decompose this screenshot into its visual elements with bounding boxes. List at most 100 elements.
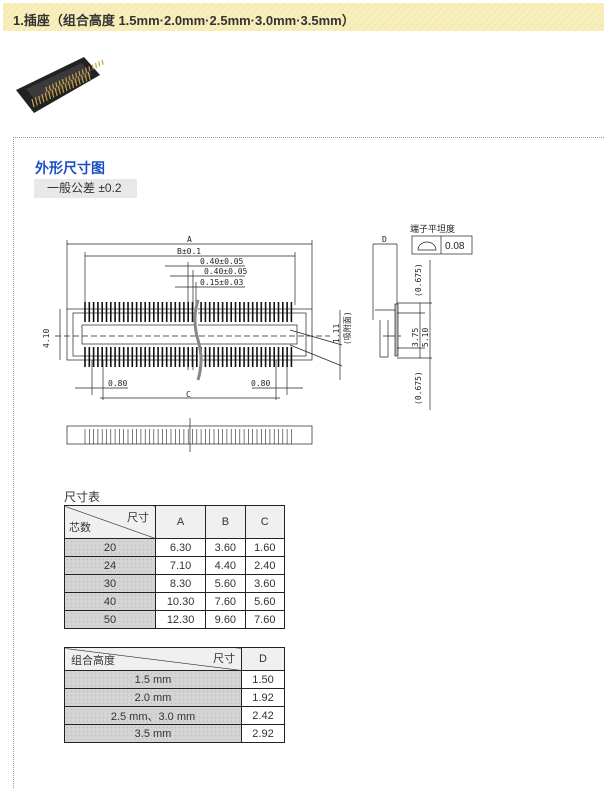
photo-pin <box>75 72 78 78</box>
dimension-cell: 9.60 <box>205 610 246 629</box>
dimension-cell: 7.60 <box>244 610 286 629</box>
dimension-cell: 10.30 <box>154 592 207 611</box>
photo-pin <box>54 87 58 96</box>
dim-b-label: B±0.1 <box>177 247 201 256</box>
photo-pin <box>94 62 98 69</box>
dimension-cell: 5.60 <box>244 592 286 611</box>
photo-pin <box>80 74 85 84</box>
photo-pin <box>58 80 61 86</box>
photo-pin <box>41 94 45 103</box>
dimension-cell: 6.30 <box>154 538 207 557</box>
connector-photo <box>16 57 104 113</box>
dimension-cell: 5.60 <box>205 574 246 593</box>
photo-pin <box>38 95 42 104</box>
photo-pin <box>45 86 48 93</box>
dimension-cell: 7.60 <box>205 592 246 611</box>
section-header-title: 1.插座（组合高度 1.5mm·2.0mm·2.5mm·3.0mm·3.5mm） <box>13 13 355 28</box>
dim-a-label: A <box>187 235 192 244</box>
dim-111-label: 1.11 <box>332 324 341 343</box>
photo-pin <box>77 76 81 85</box>
dim-0675-bottom-label: (0.675) <box>414 371 423 405</box>
corner-header: 尺寸 芯数 <box>64 505 156 539</box>
photo-pin <box>65 77 68 83</box>
photo-pin <box>51 89 55 98</box>
corner-top-label: 尺寸 <box>213 653 235 665</box>
flatness-label: 端子平坦度 <box>410 223 455 235</box>
dim-d-label: D <box>382 235 387 244</box>
photo-pin <box>81 69 84 75</box>
pin-count-cell: 30 <box>64 574 156 593</box>
dim-pitch2-label: 0.40±0.05 <box>204 267 248 276</box>
pin-count-cell: 20 <box>64 538 156 557</box>
corner-bottom-label: 组合高度 <box>71 655 115 667</box>
photo-pin <box>101 59 104 65</box>
photo-pin <box>34 97 38 106</box>
dim-510-label: 5.10 <box>421 328 430 347</box>
photo-pin <box>61 84 65 93</box>
dimension-cell: 1.60 <box>244 538 286 557</box>
d-value-cell: 1.50 <box>241 670 285 689</box>
suction-surface-label: (吸附面) <box>342 311 352 345</box>
dim-pitch1-label: 0.40±0.05 <box>200 257 244 266</box>
corner-bottom-label: 芯数 <box>69 522 91 534</box>
dim-height-label: 4.10 <box>42 329 51 348</box>
pin-count-cell: 24 <box>64 556 156 575</box>
section-header: 1.插座（组合高度 1.5mm·2.0mm·2.5mm·3.0mm·3.5mm） <box>3 3 604 31</box>
dim-080-left-label: 0.80 <box>108 379 127 388</box>
corner-top-label: 尺寸 <box>127 512 149 524</box>
flatness-value: 0.08 <box>445 241 465 252</box>
dimension-cell: 3.60 <box>205 538 246 557</box>
dimension-cell: 12.30 <box>154 610 207 629</box>
dimension-cell: 7.10 <box>154 556 207 575</box>
dimension-cell: 2.40 <box>244 556 286 575</box>
col-header-c: C <box>244 505 286 539</box>
dimension-cell: 4.40 <box>205 556 246 575</box>
dimension-panel <box>13 137 604 788</box>
section-title: 外形尺寸图 <box>35 160 105 176</box>
photo-pin <box>87 71 91 80</box>
dim-375-label: 3.75 <box>411 328 420 347</box>
height-cell: 3.5 mm <box>64 724 242 743</box>
col-header-a: A <box>154 505 207 539</box>
photo-pin <box>47 90 52 100</box>
pin-count-cell: 40 <box>64 592 156 611</box>
general-tolerance: 一般公差 ±0.2 <box>34 179 137 198</box>
photo-pin <box>78 70 81 77</box>
photo-pin <box>44 92 48 101</box>
photo-pin <box>48 85 51 91</box>
photo-pin <box>91 64 94 70</box>
photo-pin <box>71 79 75 88</box>
photo-pin <box>98 61 101 67</box>
d-value-cell: 2.92 <box>241 724 285 743</box>
photo-pin <box>55 82 58 88</box>
photo-pin <box>85 67 88 73</box>
dim-080-right-label: 0.80 <box>251 379 270 388</box>
col-header-b: B <box>205 505 246 539</box>
dimension-drawing: A B±0.1 0.40±0.05 0.40±0.05 0.15±0.03 4.… <box>42 223 473 452</box>
photo-pin <box>68 75 71 81</box>
dimension-table-caption: 尺寸表 <box>64 490 101 504</box>
height-cell: 2.5 mm、3.0 mm <box>64 706 242 725</box>
photo-pin <box>52 83 55 89</box>
photo-pin <box>64 82 68 92</box>
photo-pin <box>74 78 78 87</box>
height-cell: 2.0 mm <box>64 688 242 707</box>
dim-0675-top-label: (0.675) <box>414 263 423 297</box>
dimension-cell: 8.30 <box>154 574 207 593</box>
d-value-cell: 2.42 <box>241 706 285 725</box>
photo-pin <box>61 78 65 85</box>
photo-pin <box>67 81 71 90</box>
dim-width-label: 0.15±0.03 <box>200 278 244 287</box>
photo-pin <box>31 98 35 108</box>
